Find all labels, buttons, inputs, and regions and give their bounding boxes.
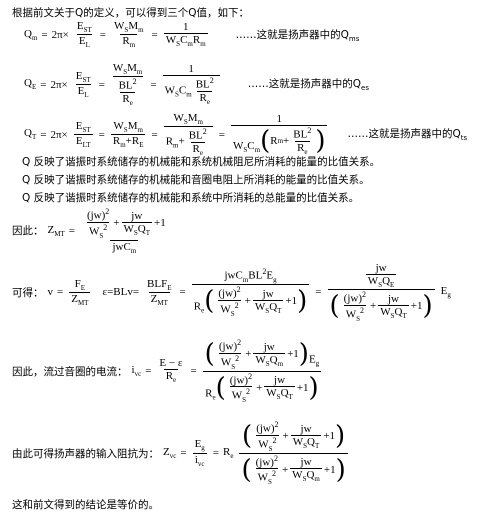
desc-qt: Q 反映了谐振时系统储存的机械能和系统中所消耗的总能量的比值关系。 — [22, 192, 360, 204]
frac-1-wscmrm: 1 WSCmRm — [163, 21, 208, 49]
desc-qm: Q 反映了谐振时系统储存的机械能和系统机械阻尼所消耗的能量的比值关系。 — [22, 156, 381, 168]
label-current: 因此，流过音圈的电流： — [12, 365, 128, 378]
frac-wsmm-rm-re: WSMm Rm+RE — [110, 119, 146, 150]
qm-lhs: Qm — [24, 27, 38, 42]
equation-qm: Qm = 2π× EST EL = WSMm Rm = 1 WSCmRm ……这… — [24, 20, 360, 50]
label-impedance: 由此可得扬声器的输入阻抗为： — [12, 447, 159, 460]
frac-est-elt: EST ELT — [73, 119, 93, 150]
frac-est-el-2: EST EL — [75, 69, 91, 100]
two-pi: 2π× — [51, 28, 69, 41]
frac-wsmm-rm: WSMm Rm — [114, 20, 144, 50]
qm-note: ……这就是扬声器中的Qms — [235, 28, 360, 43]
qt-lhs: QT — [24, 127, 37, 142]
epsilon-expr: ε=BLv= — [102, 286, 140, 299]
frac-est-el: EST EL — [76, 20, 92, 50]
qt-note: ……这就是扬声器中的Qts — [347, 128, 468, 143]
equation-qt: QT = 2π× EST ELT = WSMm Rm+RE = WSMm Rm+… — [24, 112, 467, 157]
qe-lhs: QE — [24, 77, 37, 92]
label-obtain: 可得： — [12, 286, 44, 299]
desc-qe: Q 反映了谐振时系统储存的机械能和音圈电阻上所消耗的能量的比值关系。 — [22, 174, 370, 186]
equals: = — [41, 28, 48, 41]
label-therefore: 因此： — [12, 225, 44, 238]
intro-line: 根据前文关于Q的定义，可以得到三个Q值，如下： — [12, 7, 250, 19]
conclusion-line: 这和前文得到的结论是等价的。 — [12, 499, 159, 511]
equation-current: 因此，流过音圈的电流： ivc = E − εRe = (jw)2WS2+jwW… — [12, 338, 323, 404]
qe-note: ……这就是扬声器中的Qes — [247, 78, 369, 93]
